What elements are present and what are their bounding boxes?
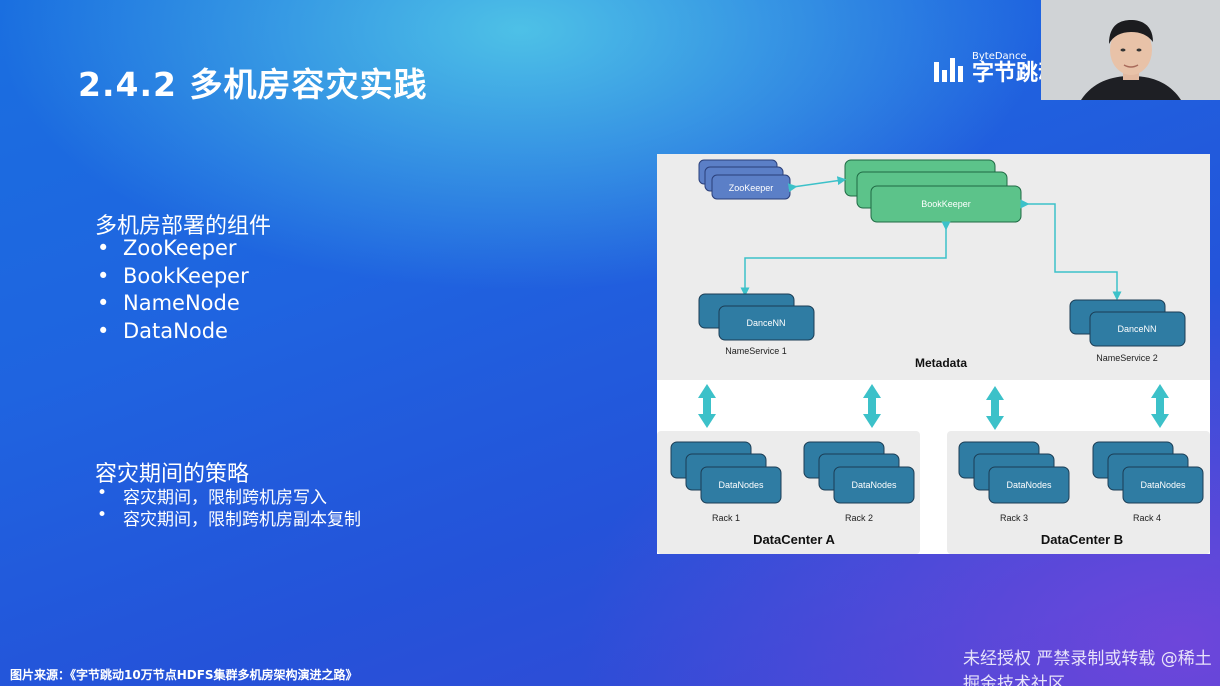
list-item: •DataNode <box>97 319 228 343</box>
list-item: •NameNode <box>97 291 240 315</box>
presenter-webcam <box>1041 0 1220 100</box>
zookeeper-label: ZooKeeper <box>729 183 774 193</box>
zookeeper-stack: ZooKeeper <box>698 159 791 200</box>
bookkeeper-stack: BookKeeper <box>844 159 1022 223</box>
rack-label: Rack 2 <box>845 513 873 523</box>
strategy-heading: 容灾期间的策略 <box>95 462 250 487</box>
image-source-note: 图片来源：《字节跳动10万节点HDFS集群多机房架构演进之路》 <box>10 668 358 682</box>
bytedance-logo-icon <box>934 56 966 82</box>
presenter-image <box>1041 0 1220 100</box>
rack-label: Rack 4 <box>1133 513 1161 523</box>
sync-arrows <box>698 384 1169 430</box>
slide-title: 2.4.2 多机房容灾实践 <box>78 65 428 104</box>
datanodes-label: DataNodes <box>851 480 897 490</box>
nameservice-1: DanceNN NameService 1 <box>698 293 815 356</box>
diagram-svg: ZooKeeper BookKeeper DanceNN NameService… <box>657 154 1210 554</box>
rack-label: Rack 3 <box>1000 513 1028 523</box>
datacenter-b-label: DataCenter B <box>1041 532 1123 547</box>
rack-label: Rack 1 <box>712 513 740 523</box>
datanodes-label: DataNodes <box>1140 480 1186 490</box>
architecture-diagram: ZooKeeper BookKeeper DanceNN NameService… <box>657 154 1210 554</box>
logo-subtitle: ByteDance <box>972 51 1027 62</box>
dancenn-label: DanceNN <box>1117 324 1156 334</box>
components-heading: 多机房部署的组件 <box>95 214 272 239</box>
list-item: •BookKeeper <box>97 264 249 288</box>
datanodes-label: DataNodes <box>718 480 764 490</box>
list-item: •ZooKeeper <box>97 236 237 260</box>
nameservice-2: DanceNN NameService 2 <box>1069 299 1186 363</box>
list-item: •容灾期间，限制跨机房写入 <box>97 483 327 508</box>
rack-4: DataNodes Rack 4 <box>1092 441 1204 523</box>
nameservice-2-label: NameService 2 <box>1096 353 1158 363</box>
rack-2: DataNodes Rack 2 <box>803 441 915 523</box>
rack-3: DataNodes Rack 3 <box>958 441 1070 523</box>
datacenter-a-label: DataCenter A <box>753 532 835 547</box>
dancenn-label: DanceNN <box>746 318 785 328</box>
metadata-label: Metadata <box>915 356 967 370</box>
watermark: 未经授权 严禁录制或转载 @稀土掘金技术社区 <box>963 649 1212 686</box>
list-item: •容灾期间，限制跨机房副本复制 <box>97 505 361 530</box>
bookkeeper-label: BookKeeper <box>921 199 971 209</box>
rack-1: DataNodes Rack 1 <box>670 441 782 523</box>
nameservice-1-label: NameService 1 <box>725 346 787 356</box>
datanodes-label: DataNodes <box>1006 480 1052 490</box>
